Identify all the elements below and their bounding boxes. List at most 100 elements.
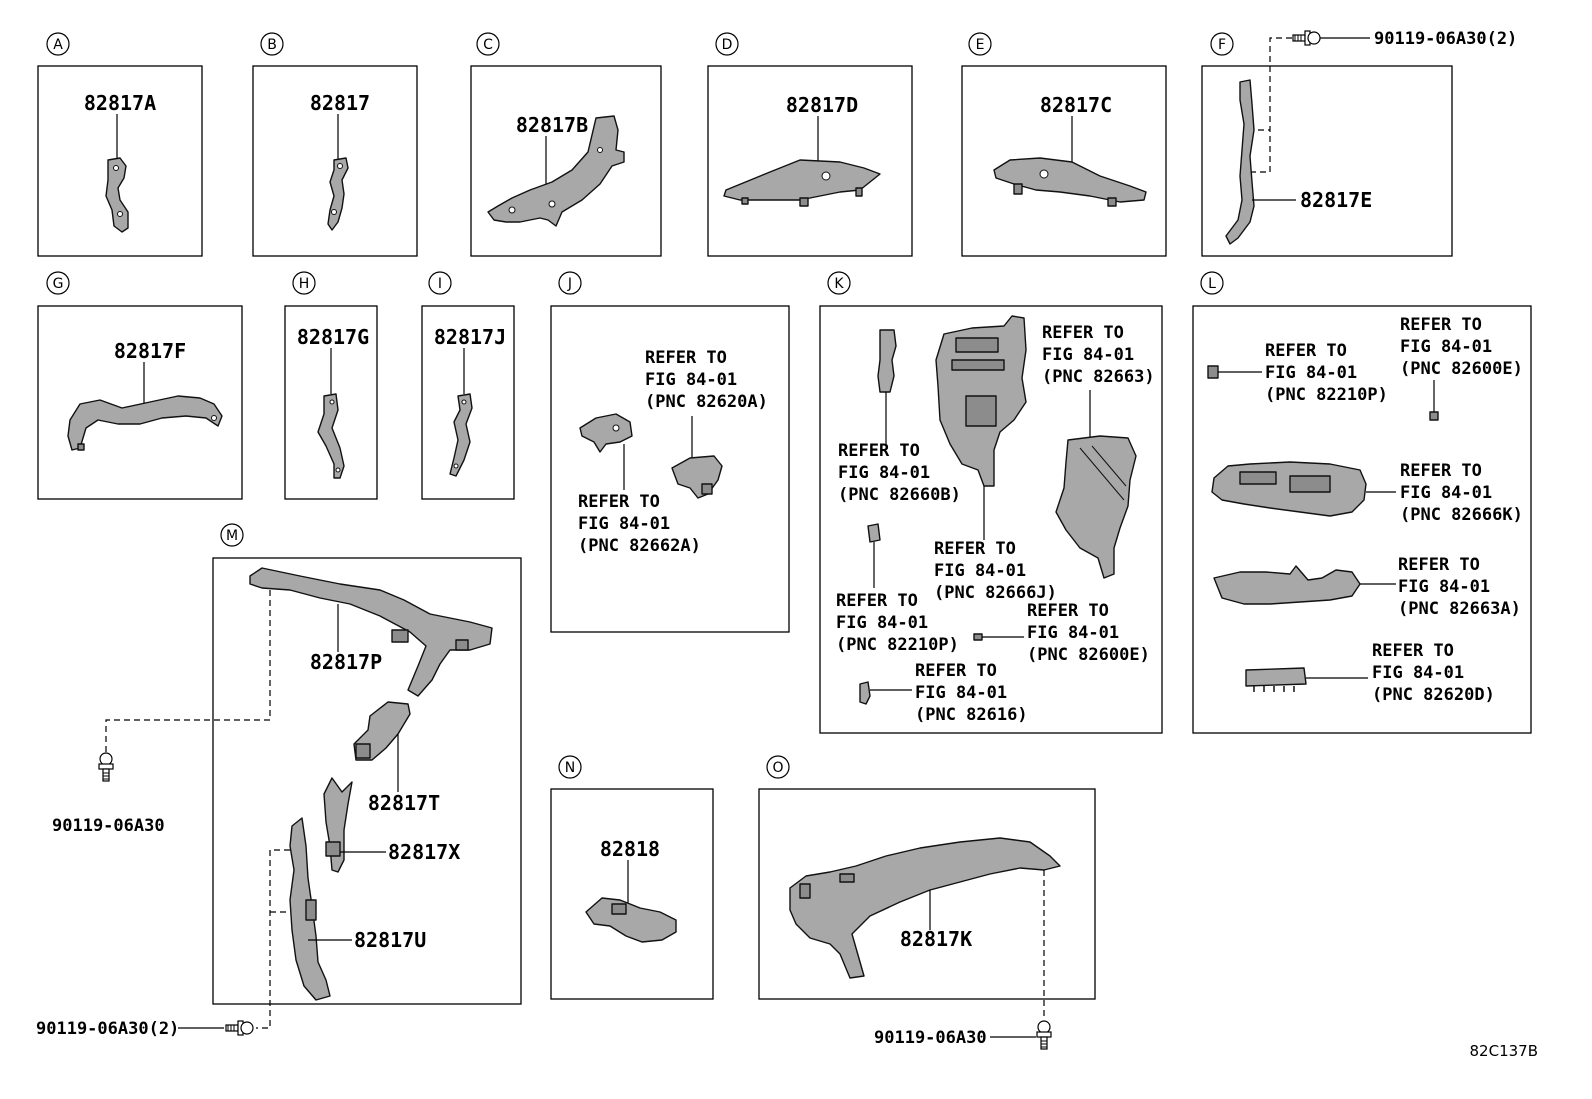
part-82817p [249,567,493,697]
ref-k2-pnc: (PNC 82660B) [838,485,961,505]
part-number-82817f: 82817F [114,339,186,363]
panel-label-l: L [1208,276,1216,292]
panel-label-c: C [483,37,493,53]
part-pnc-82620d [1245,667,1307,687]
ref-l2-line1: REFER TO [1400,315,1482,335]
panel-e: E 82817C [961,32,1167,257]
ref-k6-line1: REFER TO [915,661,997,681]
ref-k5-pnc: (PNC 82600E) [1027,645,1150,665]
ref-j1-line1: REFER TO [645,348,727,368]
fastener-number-m-lower: 90119-06A30(2) [36,1019,179,1039]
panel-c: C 82817B [470,32,662,257]
part-number-82818: 82818 [600,837,660,861]
panel-label-g: G [53,276,64,292]
ref-l2-line2: FIG 84-01 [1400,337,1492,357]
ref-j1-pnc: (PNC 82620A) [645,392,768,412]
part-82817j [449,393,473,477]
panel-label-a: A [53,37,63,53]
ref-j1-line2: FIG 84-01 [645,370,737,390]
bolt-icon [225,1020,254,1036]
panel-label-n: N [565,760,575,776]
panel-f: F 90119-06A30(2) 82817E [1201,29,1517,257]
ref-j2-line1: REFER TO [578,492,660,512]
part-82817k [789,837,1061,979]
part-pnc-82663a [1213,565,1361,605]
ref-l3-pnc: (PNC 82666K) [1400,505,1523,525]
ref-l1-pnc: (PNC 82210P) [1265,385,1388,405]
part-pnc-82663 [1055,435,1137,579]
part-number-82817b: 82817B [516,113,588,137]
panel-n: N 82818 [550,755,714,1000]
part-number-82817c: 82817C [1040,93,1112,117]
panel-label-f: F [1218,37,1226,53]
ref-k4-pnc: (PNC 82210P) [836,635,959,655]
part-pnc-82210p-l [1207,365,1219,379]
part-82818 [585,897,677,943]
part-number-82817k: 82817K [900,927,972,951]
panel-m: M 82817P 90119-06A30 82817T 82817X 82817… [36,523,522,1039]
ref-k1-pnc: (PNC 82663) [1042,367,1155,387]
panel-l: L REFER TO FIG 84-01 (PNC 82210P) REFER … [1192,271,1532,734]
panel-label-d: D [722,37,733,53]
panel-b: B 82817 [252,32,418,257]
ref-k6-line2: FIG 84-01 [915,683,1007,703]
ref-k1-line1: REFER TO [1042,323,1124,343]
part-number-82817a: 82817A [84,91,156,115]
panel-d: D 82817D [707,32,913,257]
part-82817f [67,395,223,451]
ref-l2-pnc: (PNC 82600E) [1400,359,1523,379]
ref-k4-line1: REFER TO [836,591,918,611]
fastener-number-o: 90119-06A30 [874,1028,987,1048]
part-number-82817p: 82817P [310,650,382,674]
part-number-82817d: 82817D [786,93,858,117]
ref-l5-line1: REFER TO [1372,641,1454,661]
bolt-icon [98,752,114,782]
ref-l5-line2: FIG 84-01 [1372,663,1464,683]
panel-o: O 82817K 90119-06A30 [758,755,1096,1050]
panel-a: A 82817A [37,32,203,257]
part-number-82817g: 82817G [297,325,369,349]
panel-label-k: K [834,276,844,292]
panel-j: J REFER TO FIG 84-01 (PNC 82620A) REFER … [550,271,790,633]
part-pnc-82600e-l [1429,411,1439,421]
fastener-number-f: 90119-06A30(2) [1374,29,1517,49]
part-number-82817x: 82817X [388,840,460,864]
ref-j2-line2: FIG 84-01 [578,514,670,534]
part-pnc-82660b [877,329,897,393]
ref-l1-line2: FIG 84-01 [1265,363,1357,383]
part-82817e [1225,79,1255,245]
ref-k2-line2: FIG 84-01 [838,463,930,483]
panel-label-e: E [976,37,985,53]
panel-label-i: I [438,276,442,292]
ref-l4-line1: REFER TO [1398,555,1480,575]
bolt-icon [1292,30,1321,46]
panel-label-o: O [772,760,783,776]
ref-l1-line1: REFER TO [1265,341,1347,361]
part-pnc-82620a [671,455,723,499]
figure-code: 82C137B [1470,1042,1538,1060]
part-number-82817e: 82817E [1300,188,1372,212]
ref-k4-line2: FIG 84-01 [836,613,928,633]
part-pnc-82600e-k [973,633,983,641]
panel-g: G 82817F [37,271,243,500]
ref-k1-line2: FIG 84-01 [1042,345,1134,365]
ref-k3-line1: REFER TO [934,539,1016,559]
part-82817c [993,157,1147,203]
part-number-82817j: 82817J [434,325,506,349]
part-82817b [487,115,625,227]
part-number-82817t: 82817T [368,791,440,815]
panel-label-m: M [226,528,238,544]
ref-j2-pnc: (PNC 82662A) [578,536,701,556]
part-82817 [327,157,349,231]
panel-h: H 82817G [284,271,378,500]
bolt-icon [1036,1020,1052,1050]
part-number-82817u: 82817U [354,928,426,952]
ref-k5-line1: REFER TO [1027,601,1109,621]
fastener-number-m-upper: 90119-06A30 [52,816,165,836]
panel-i: I 82817J [421,271,515,500]
ref-k2-line1: REFER TO [838,441,920,461]
panel-label-b: B [267,37,277,53]
panel-label-j: J [567,276,572,292]
ref-l4-line2: FIG 84-01 [1398,577,1490,597]
